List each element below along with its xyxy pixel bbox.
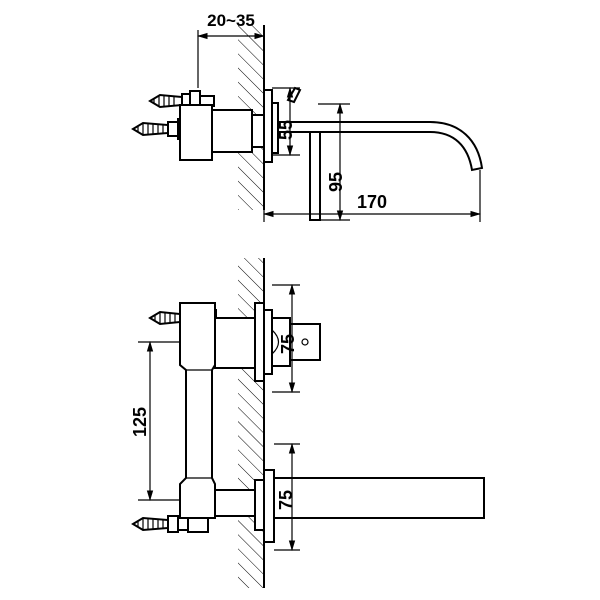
valve-body-top: [179, 302, 256, 519]
spout-plate: [254, 469, 485, 543]
top-view: 75 75 125: [130, 258, 485, 588]
mounting-screw-upper: [148, 90, 215, 112]
spout-plate-label: 75: [276, 490, 296, 510]
outlet-height-dimension: 95: [318, 102, 350, 222]
handle-lever-side: [286, 86, 321, 221]
handle-plate: [254, 302, 321, 382]
valve-body-side: [179, 104, 265, 161]
handle-plate-label: 75: [278, 334, 298, 354]
spout-length-dimension: 170: [262, 170, 482, 222]
side-view: 20~35: [131, 11, 484, 222]
plate-height-dimension: 55: [272, 86, 300, 157]
wall-thickness-label: 20~35: [207, 11, 255, 30]
wall-thickness-dimension: 20~35: [196, 11, 266, 88]
plate-height-label: 55: [276, 120, 296, 140]
center-distance-dimension: 125: [130, 340, 180, 502]
spout-length-label: 170: [357, 192, 387, 212]
spout-plate-dimension: 75: [274, 442, 300, 552]
mounting-screw-bottom: [131, 515, 209, 533]
outlet-height-label: 95: [326, 172, 346, 192]
center-distance-label: 125: [130, 407, 150, 437]
spout-side: [277, 121, 484, 172]
handle-plate-dimension: 75: [272, 283, 300, 394]
